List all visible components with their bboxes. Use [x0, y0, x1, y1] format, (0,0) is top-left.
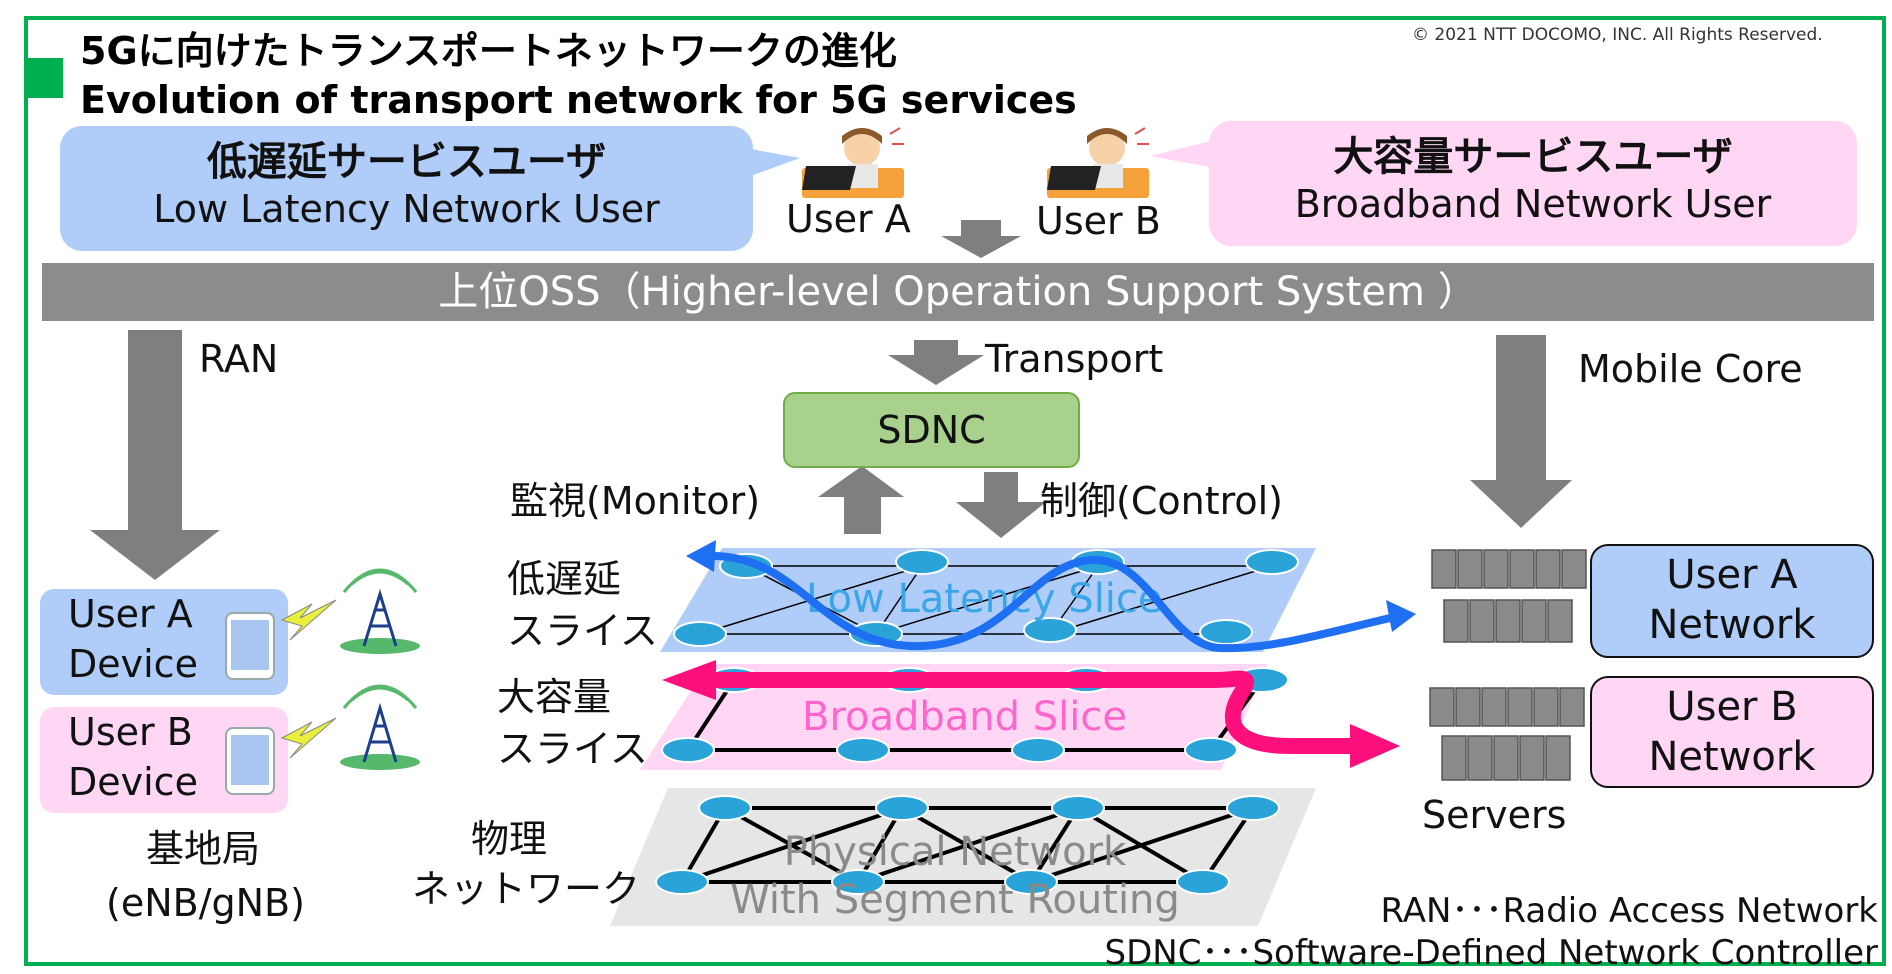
router-icon: [698, 795, 752, 821]
physical-network-label: Physical Network With Segment Routing: [690, 828, 1220, 924]
physical-network-plane: [610, 788, 1316, 926]
sdnc-box: SDNC: [783, 392, 1080, 468]
broadband-path-arrowhead-left: [662, 660, 716, 700]
user-a-network-line1: User A: [1666, 552, 1798, 598]
ran-arrow: [90, 330, 220, 580]
router-icon: [1004, 869, 1058, 895]
title-english: Evolution of transport network for 5G se…: [80, 78, 1077, 122]
transport-label: Transport: [985, 337, 1164, 381]
router-icon: [1184, 737, 1238, 763]
physical-network-jp-line1: 物理: [471, 817, 548, 861]
router-icon: [1011, 737, 1065, 763]
legend-sdnc: SDNC･･･Software-Defined Network Controll…: [1104, 933, 1878, 973]
legend-ran: RAN･･･Radio Access Network: [1380, 891, 1878, 931]
user-b-network-line2: Network: [1648, 734, 1816, 780]
control-label: 制御(Control): [1040, 479, 1284, 523]
router-icon: [895, 549, 949, 575]
base-station-en: (eNB/gNB): [106, 881, 305, 925]
broadband-path: [716, 670, 1355, 754]
router-icon: [875, 795, 929, 821]
user-a-label: User A: [786, 197, 911, 241]
user-a-network-line2: Network: [1648, 602, 1816, 648]
monitor-arrow: [818, 466, 904, 534]
broadband-slice-jp-line2: スライス: [497, 727, 648, 771]
router-icon: [1245, 549, 1299, 575]
user-b-network-box: User B Network: [1590, 676, 1874, 788]
lightning-icon: [280, 599, 337, 641]
router-icon: [661, 737, 715, 763]
physical-network-label-line2: With Segment Routing: [730, 877, 1180, 923]
user-b-device-line2: Device: [68, 760, 198, 804]
router-icon: [831, 869, 885, 895]
low-latency-path-arrowhead-right: [1386, 600, 1416, 632]
user-b-label: User B: [1036, 199, 1161, 243]
user-b-avatar: [1047, 127, 1149, 198]
broadband-slice-jp-line1: 大容量: [497, 675, 612, 719]
lightning-icon: [280, 717, 337, 759]
antenna-tower-icon: [340, 684, 420, 770]
broadband-slice-plane: [640, 664, 1268, 770]
physical-network-jp-line2: ネットワーク: [412, 867, 641, 911]
low-latency-slice-jp-line2: スライス: [507, 609, 658, 653]
smartphone-icon: [225, 612, 275, 680]
user-b-device-box: User B Device: [40, 707, 288, 813]
slide-frame: [24, 16, 1886, 966]
broadband-path-arrowhead-right: [1350, 724, 1400, 768]
broadband-user-bubble: 大容量サービスユーザ Broadband Network User: [1209, 121, 1857, 246]
user-a-device-line2: Device: [68, 642, 198, 686]
mobile-core-label: Mobile Core: [1578, 347, 1803, 391]
server-rack-icon: [1431, 549, 1587, 643]
user-a-network-box: User A Network: [1590, 544, 1874, 658]
transport-arrow: [888, 340, 984, 385]
low-latency-slice-jp-line1: 低遅延: [507, 557, 622, 601]
broadband-bubble-tail: [1150, 140, 1215, 168]
ran-label: RAN: [199, 337, 279, 381]
router-icon: [1023, 617, 1077, 643]
low-latency-path: [708, 552, 1394, 653]
router-icon: [655, 869, 709, 895]
broadband-user-jp: 大容量サービスユーザ: [1333, 134, 1733, 180]
base-station-jp: 基地局: [146, 827, 261, 871]
router-icon: [673, 621, 727, 647]
user-b-network-line1: User B: [1666, 684, 1798, 730]
low-latency-user-jp: 低遅延サービスユーザ: [206, 139, 607, 185]
router-icon: [1051, 795, 1105, 821]
user-b-device-line1: User B: [68, 710, 193, 754]
mobile-core-arrow: [1470, 335, 1572, 528]
low-latency-path-arrowhead-left: [686, 540, 716, 572]
low-latency-bubble-tail: [745, 148, 800, 178]
servers-label: Servers: [1422, 793, 1567, 837]
oss-bar: 上位OSS（Higher-level Operation Support Sys…: [42, 263, 1874, 321]
physical-routers: [655, 795, 1280, 895]
title-accent-bar: [24, 58, 63, 98]
low-latency-slice-label: Low Latency Slice: [806, 576, 1163, 622]
user-a-avatar: [802, 127, 904, 198]
low-latency-user-en: Low Latency Network User: [153, 187, 660, 231]
control-arrow: [956, 472, 1046, 538]
antenna-tower-icon: [340, 568, 420, 654]
copyright-notice: © 2021 NTT DOCOMO, INC. All Rights Reser…: [1412, 25, 1823, 45]
title-japanese: 5Gに向けたトランスポートネットワークの進化: [80, 29, 897, 73]
router-icon: [1226, 795, 1280, 821]
physical-network-label-line1: Physical Network: [783, 829, 1127, 875]
server-rack-icon: [1429, 687, 1585, 781]
broadband-user-en: Broadband Network User: [1294, 182, 1772, 226]
user-a-device-line1: User A: [68, 592, 193, 636]
smartphone-icon: [225, 727, 275, 795]
users-to-oss-arrow: [941, 220, 1021, 258]
low-latency-user-bubble: 低遅延サービスユーザ Low Latency Network User: [60, 126, 753, 251]
router-icon: [836, 737, 890, 763]
router-icon: [1199, 619, 1253, 645]
router-icon: [1176, 869, 1230, 895]
broadband-slice-label: Broadband Slice: [802, 694, 1127, 740]
monitor-label: 監視(Monitor): [510, 479, 761, 523]
